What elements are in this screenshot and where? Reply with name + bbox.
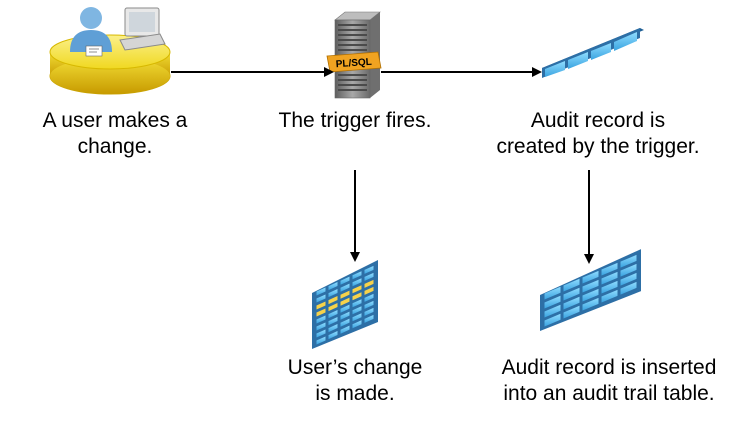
label-user-change-line2: change.	[77, 135, 153, 158]
user-at-desk-icon	[49, 7, 171, 95]
user-table-icon	[312, 260, 378, 349]
plsql-badge-label: PL/SQL	[335, 57, 372, 70]
label-change-made-line1: User’s change	[287, 356, 423, 379]
label-audit-created-line1: Audit record is	[530, 109, 666, 132]
plsql-badge	[326, 51, 382, 73]
label-user-change-line1: A user makes a	[42, 109, 188, 132]
label-audit-inserted: Audit record is inserted into an audit t…	[478, 355, 740, 407]
label-change-made: User’s change is made.	[260, 355, 450, 407]
label-change-made-line2: is made.	[315, 382, 395, 405]
label-audit-inserted-line2: into an audit trail table.	[503, 382, 715, 405]
audit-record-icon	[542, 28, 644, 78]
label-user-change: A user makes a change.	[15, 108, 215, 160]
label-trigger-fires: The trigger fires.	[250, 108, 460, 134]
label-audit-created-line2: created by the trigger.	[496, 135, 700, 158]
label-trigger-fires-line1: The trigger fires.	[278, 109, 432, 132]
plsql-server-icon: PL/SQL	[326, 11, 382, 99]
label-audit-created: Audit record is created by the trigger.	[468, 108, 728, 160]
audit-trail-table-icon	[540, 249, 641, 331]
label-audit-inserted-line1: Audit record is inserted	[501, 356, 717, 379]
